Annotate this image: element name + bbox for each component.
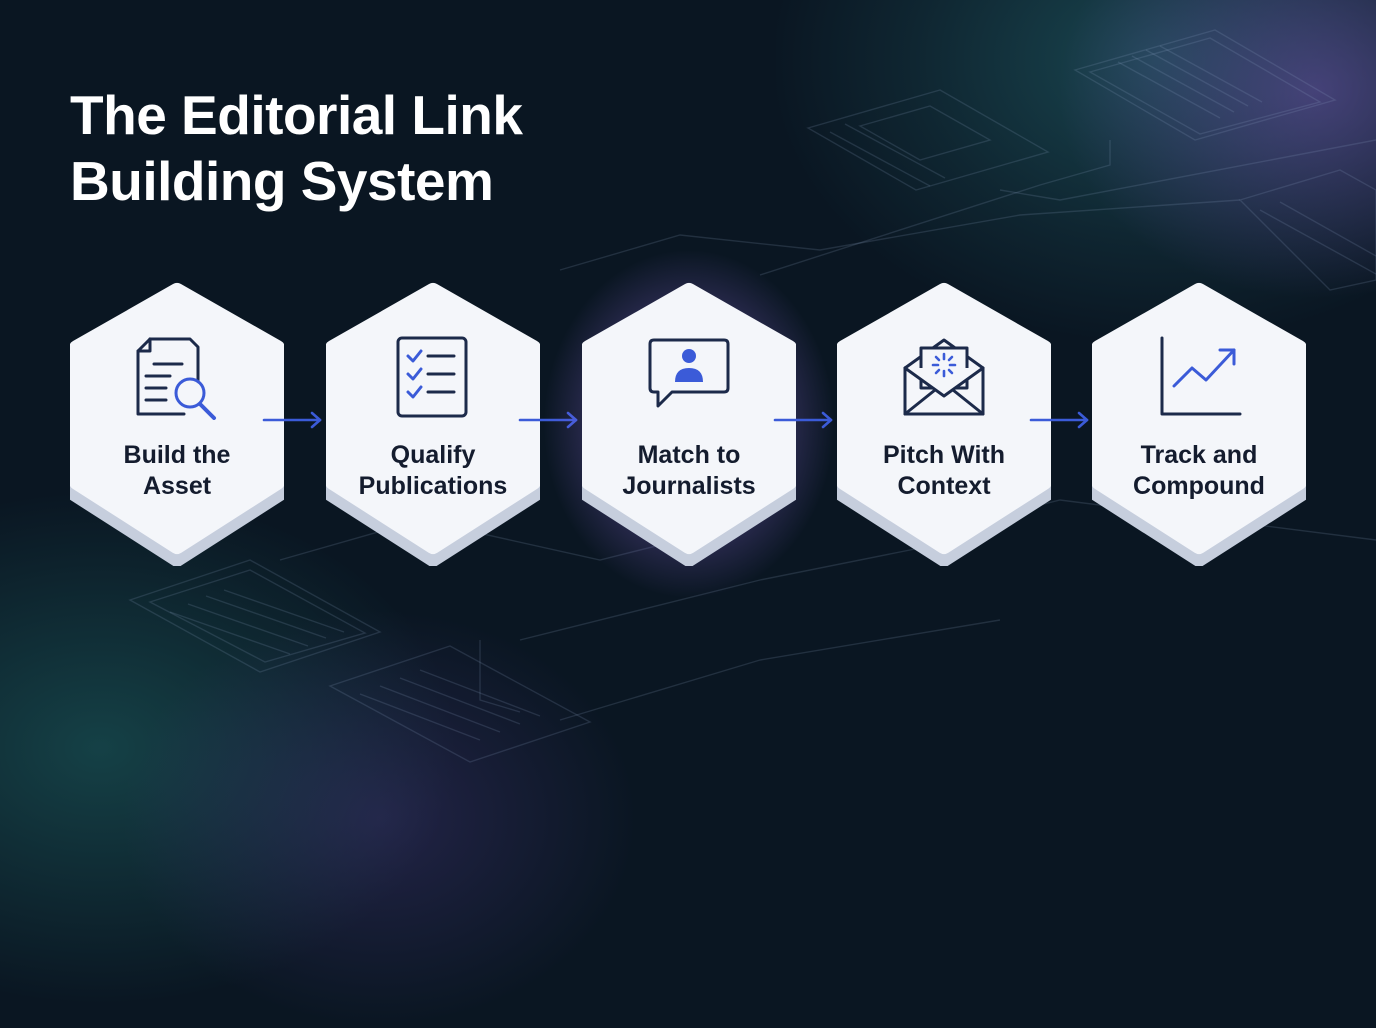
document-search-icon <box>136 337 216 420</box>
step-label-line-2: Compound <box>1133 472 1265 500</box>
step-label-line-1: Pitch With <box>883 441 1005 469</box>
step-label-line-2: Asset <box>142 472 212 500</box>
step-track-and-compound: Track and Compound <box>1092 282 1306 566</box>
hexagon-card <box>70 283 284 566</box>
step-label-line-1: Qualify <box>390 441 476 469</box>
envelope-icon <box>903 338 985 416</box>
hexagon-card <box>837 283 1051 566</box>
step-label-line-1: Track and <box>1140 441 1258 469</box>
page-title: The Editorial Link Building System <box>70 82 523 214</box>
step-label: Match to Journalists <box>582 440 796 502</box>
hexagon-card <box>582 283 796 566</box>
arrow-right-icon <box>262 411 322 429</box>
trend-chart-icon <box>1160 336 1242 416</box>
hexagon-card <box>1092 283 1306 566</box>
hexagon-card <box>326 283 540 566</box>
checklist-icon <box>396 336 468 418</box>
step-label-line-2: Context <box>897 472 991 500</box>
title-line-2: Building System <box>70 150 494 212</box>
step-label-line-1: Match to <box>637 441 741 469</box>
arrow-right-icon <box>773 411 833 429</box>
step-label: Track and Compound <box>1092 440 1306 502</box>
step-match-to-journalists: Match to Journalists <box>542 248 836 600</box>
step-label: Pitch With Context <box>837 440 1051 502</box>
title-line-1: The Editorial Link <box>70 84 523 146</box>
chat-user-icon <box>648 338 730 408</box>
step-label-line-2: Publications <box>358 472 508 500</box>
step-qualify-publications: Qualify Publications <box>326 282 540 566</box>
step-label-line-2: Journalists <box>622 472 756 500</box>
arrow-right-icon <box>1029 411 1089 429</box>
step-pitch-with-context: Pitch With Context <box>837 282 1051 566</box>
step-label: Build the Asset <box>70 440 284 502</box>
step-build-the-asset: Build the Asset <box>70 282 284 566</box>
step-label: Qualify Publications <box>326 440 540 502</box>
step-label-line-1: Build the <box>123 441 231 469</box>
